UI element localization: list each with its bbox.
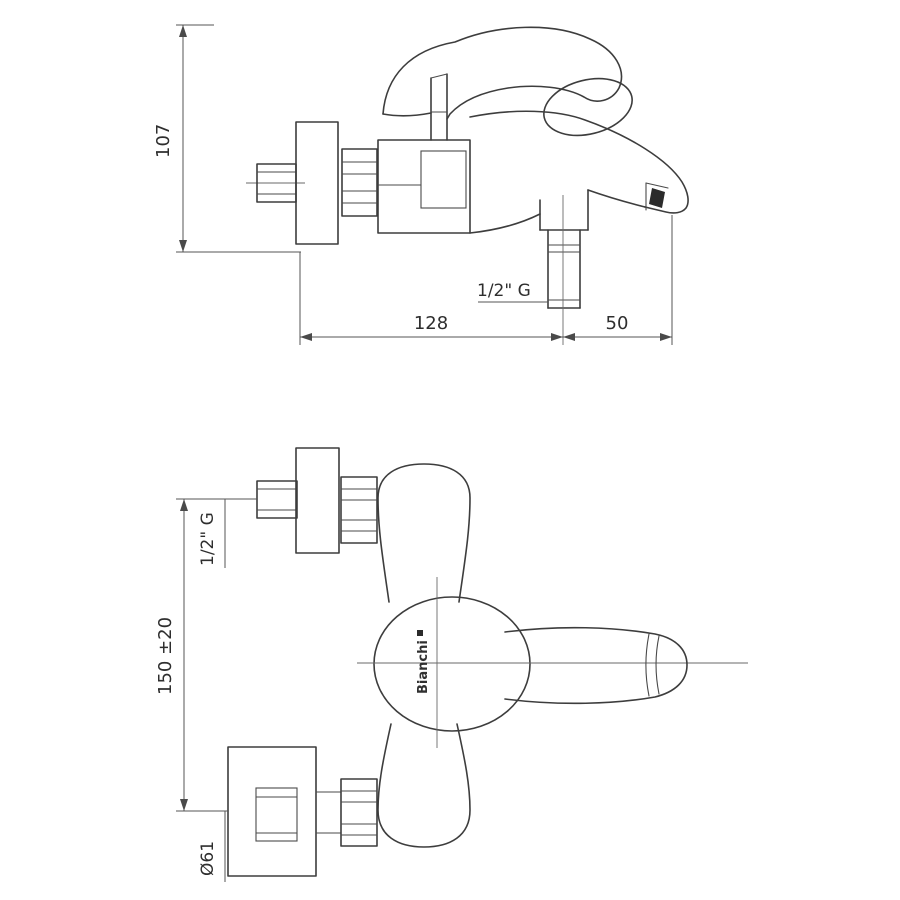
- aerator-mark: [649, 188, 665, 208]
- dim-label-width: 128: [414, 313, 448, 334]
- hex-nut: [340, 476, 378, 544]
- lever-seam: [645, 633, 650, 697]
- spout-underside: [587, 189, 646, 208]
- dim-flange-diameter: Ø61: [198, 811, 226, 882]
- dim-outlet-thread: 1/2" G: [477, 281, 548, 303]
- dim-label-height: 107: [153, 124, 174, 158]
- body-outline: [377, 139, 471, 234]
- dim-label-flange-diameter: Ø61: [198, 841, 218, 876]
- arrowhead-mid-left: [551, 333, 563, 341]
- dim-label-outlet-thread: 1/2" G: [477, 281, 531, 301]
- handle-lever-front: [504, 626, 688, 705]
- body-plate: [420, 150, 467, 209]
- dim-height-107: 107: [153, 24, 301, 253]
- hex-nut: [341, 148, 378, 217]
- spout-side: [469, 110, 689, 234]
- side-view: 107: [153, 24, 689, 345]
- mixer-body-side: [377, 73, 471, 234]
- dim-centers-distance: 150 ±20: [155, 498, 257, 812]
- arrowhead-up: [179, 25, 187, 37]
- dim-inlet-thread: 1/2" G: [198, 499, 226, 568]
- wall-union-top: [256, 447, 378, 554]
- arrowhead-right: [660, 333, 672, 341]
- dim-label-inlet-thread: 1/2" G: [198, 512, 218, 566]
- lever-seam: [655, 635, 660, 695]
- spout-bottom-outline: [469, 213, 541, 234]
- body-upper: [377, 463, 471, 603]
- arrowhead-down: [179, 240, 187, 252]
- mixer-body-front: Bianchi: [357, 463, 748, 848]
- aerator-top: [645, 182, 669, 189]
- wall-union-bottom: [227, 746, 378, 877]
- wall-union-side: [246, 121, 378, 245]
- front-view: Bianchi 150 ±: [155, 447, 748, 882]
- hex-nut: [340, 778, 378, 847]
- body-lower: [377, 723, 471, 848]
- handle-underside: [382, 112, 432, 117]
- shower-outlet: [539, 189, 589, 345]
- flange-face: [227, 746, 317, 877]
- arrowhead-mid-right: [563, 333, 575, 341]
- flange-inner: [255, 787, 298, 842]
- arrowhead-up: [180, 499, 188, 511]
- handle-outline: [382, 26, 623, 120]
- flange-outline: [295, 447, 340, 554]
- handle-paddle: [543, 77, 633, 137]
- spout-top-outline: [469, 110, 689, 214]
- dim-label-centers: 150 ±20: [155, 617, 176, 695]
- lever-outline: [504, 626, 688, 705]
- dim-label-spout-offset: 50: [606, 313, 629, 334]
- brand-logo-text: Bianchi: [416, 640, 431, 694]
- dim-width-group: 128 50: [299, 215, 673, 345]
- handle-side: [382, 26, 633, 137]
- connector-outline: [256, 480, 298, 519]
- flange-outline: [295, 121, 339, 245]
- logo-dot: [417, 630, 423, 636]
- handle-boss: [373, 596, 531, 732]
- stem-top: [430, 73, 448, 79]
- arrowhead-down: [180, 799, 188, 811]
- arrowhead-left: [300, 333, 312, 341]
